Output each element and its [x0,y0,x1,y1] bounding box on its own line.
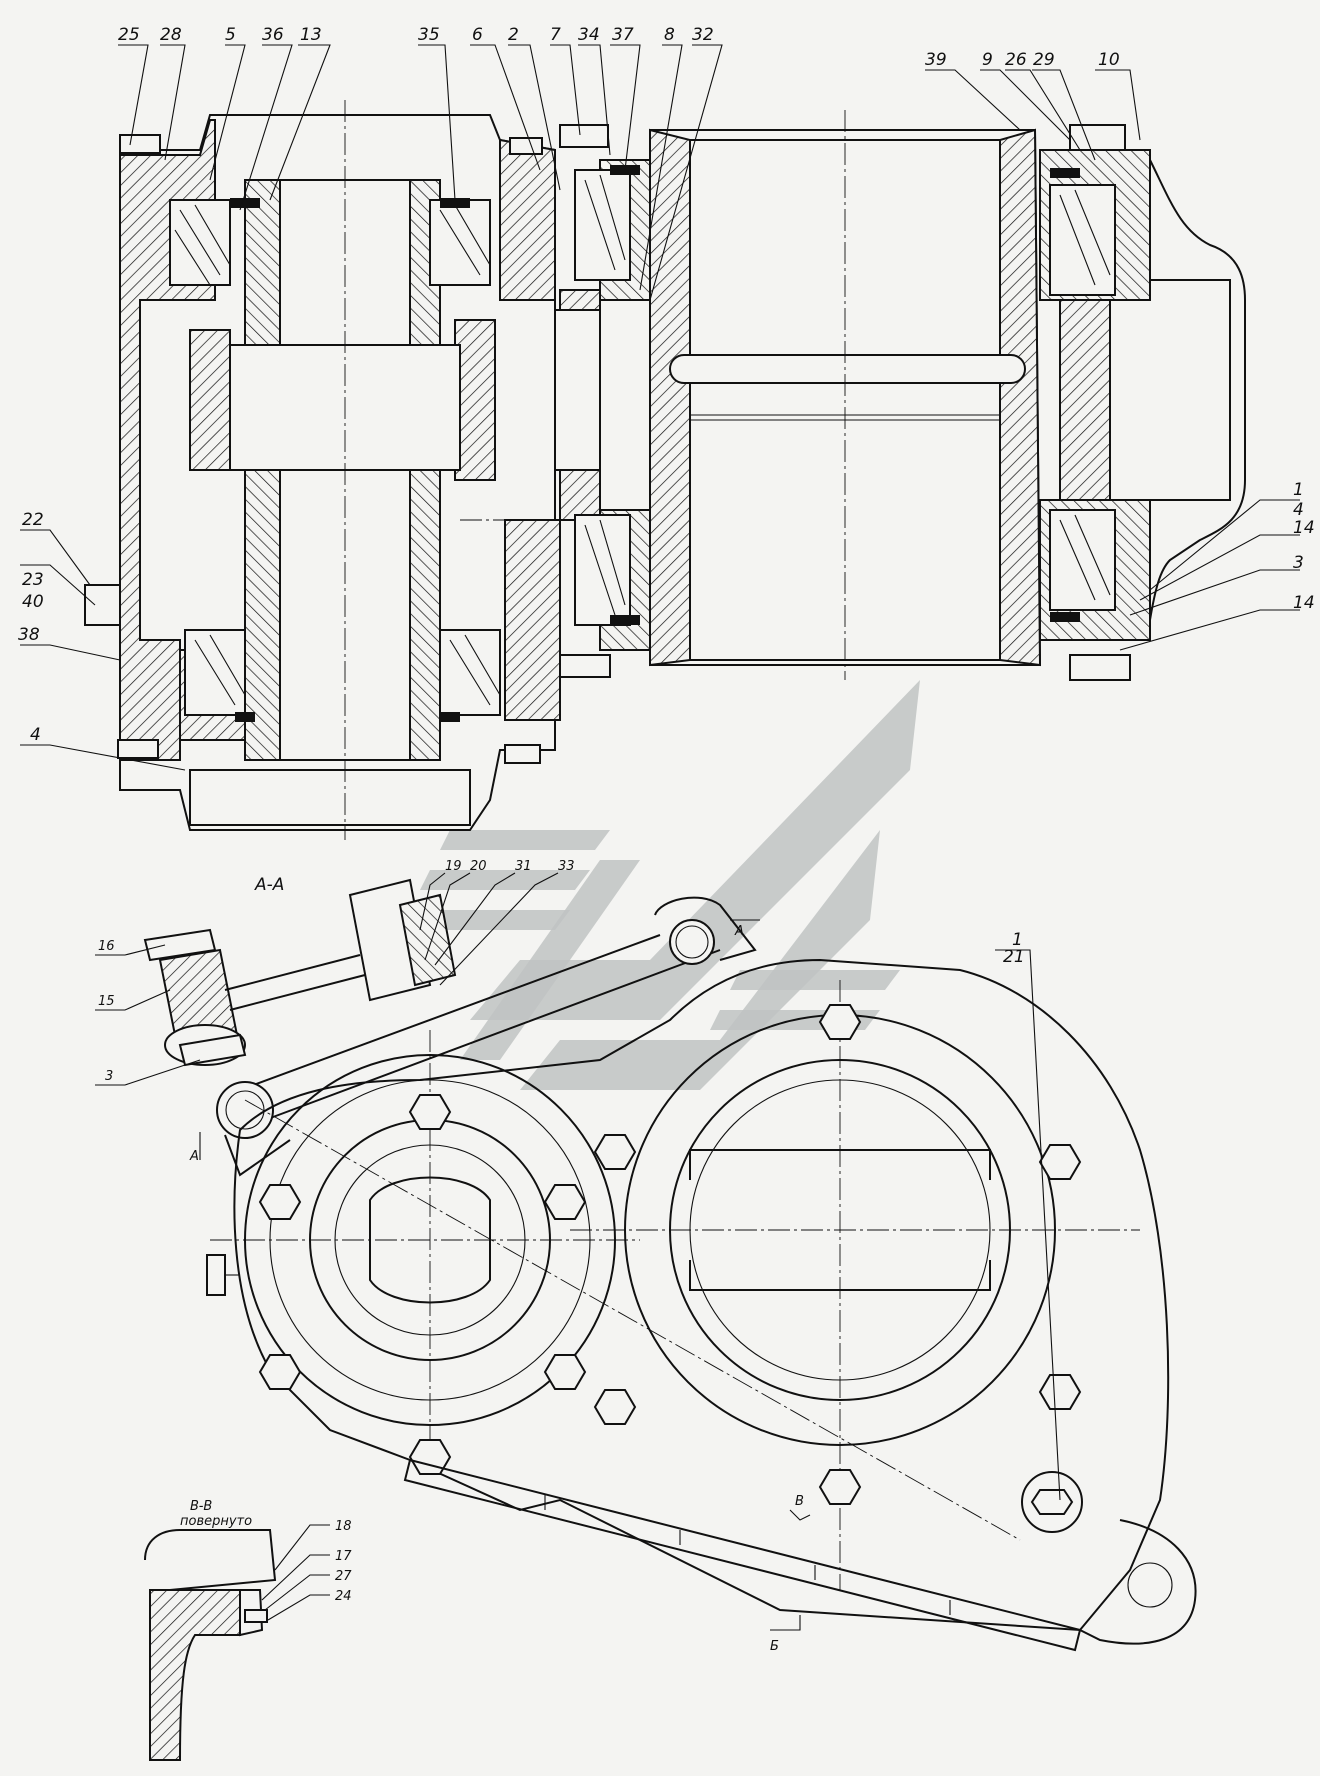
callout-edge-14a: 14 [1293,518,1315,538]
callout-4: 4 [30,725,41,745]
callout-32: 32 [692,25,714,45]
callout-27: 27 [335,1569,352,1584]
section-bb-view: B-B повернуто 18 17 27 24 [144,1499,352,1761]
callout-edge-3: 3 [1293,553,1304,573]
cut-mark-b: B [795,1494,804,1509]
callout-29: 29 [1033,50,1055,70]
section-aa-view: A-A A A 16 15 3 19 20 31 [95,859,760,1177]
callout-6: 6 [472,25,483,45]
callout-25: 25 [118,25,140,45]
callout-34: 34 [578,25,600,45]
section-bb-title: B-B [190,1499,212,1514]
callout-38: 38 [18,625,40,645]
callout-2: 2 [508,25,519,45]
callout-16: 16 [98,939,115,954]
callout-edge-1: 1 [1293,480,1304,500]
callouts-top: 25 28 5 36 13 35 6 2 7 34 37 8 32 39 9 2… [18,25,1315,745]
callout-5: 5 [225,25,236,45]
callout-3: 3 [105,1069,113,1084]
callout-10: 10 [1098,50,1120,70]
callout-15: 15 [98,994,115,1009]
section-bb-subtitle: повернуто [180,1514,252,1529]
callout-33: 33 [558,859,575,874]
cut-mark-be: Б [770,1639,779,1654]
callout-37: 37 [612,25,634,45]
front-view: 1 21 B Б [206,930,1197,1654]
callout-26: 26 [1005,50,1027,70]
callout-22: 22 [22,510,44,530]
callout-9: 9 [982,50,993,70]
bolt-heads-top [84,124,1131,764]
callout-24: 24 [335,1589,352,1604]
callout-28: 28 [160,25,182,45]
callout-1: 1 [1012,930,1023,950]
callout-edge-4: 4 [1293,500,1304,520]
callout-17: 17 [335,1549,352,1564]
callout-20: 20 [470,859,487,874]
callout-7: 7 [550,25,561,45]
callout-13: 13 [300,25,322,45]
longitudinal-section [84,100,1246,840]
callout-40: 40 [22,592,44,612]
callout-31: 31 [515,859,532,874]
callout-19: 19 [445,859,462,874]
leader-lines-top [20,44,1300,771]
callout-36: 36 [262,25,284,45]
cut-mark-a-left: A [189,1149,199,1164]
section-aa-title: A-A [254,875,284,895]
callout-18: 18 [335,1519,352,1534]
cut-mark-a-right: A [734,924,744,939]
bolt-hex-circle [258,1004,1082,1505]
callout-edge-14b: 14 [1293,593,1315,613]
callout-8: 8 [664,25,675,45]
callout-23: 23 [22,570,44,590]
callout-21: 21 [1003,947,1025,967]
callout-35: 35 [418,25,440,45]
callout-39: 39 [925,50,947,70]
